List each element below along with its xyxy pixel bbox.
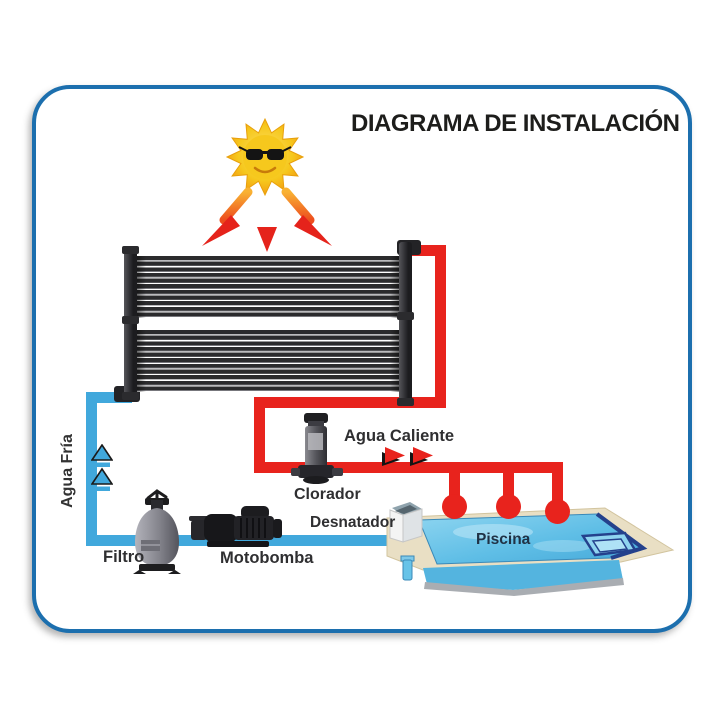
panel-cap (122, 392, 139, 400)
skimmer-device (389, 502, 423, 581)
hot-pipe-drop-1 (449, 467, 460, 499)
label-chlorinator: Clorador (294, 486, 361, 503)
solar-collector-panel (114, 240, 421, 410)
panel-cap (122, 246, 139, 254)
label-filter: Filtro (103, 548, 145, 566)
cold-pipe-left-vertical (86, 392, 97, 546)
hot-pipe-drop-2 (503, 467, 514, 499)
panel-cap (397, 398, 414, 406)
cold-pipe-panel-entry (86, 392, 132, 403)
cold-flow-arrows (91, 444, 113, 491)
pool-return-jet-1 (442, 494, 467, 519)
panel-tubes-top (137, 256, 399, 318)
page-title: DIAGRAMA DE INSTALACIÓN (351, 110, 680, 137)
label-pool: Piscina (476, 531, 531, 548)
pump-device (189, 506, 282, 547)
pool-return-jet-2 (496, 494, 521, 519)
hot-pipe-upper-horizontal (254, 397, 446, 408)
panel-coupling (122, 316, 139, 324)
hot-pipe-drop-3 (552, 467, 563, 505)
label-skimmer: Desnatador (310, 514, 396, 531)
panel-right-manifold (399, 242, 412, 404)
pool-return-jet-3 (545, 499, 570, 524)
cold-pipe-bottom-horizontal (86, 535, 395, 546)
filter-device (133, 489, 181, 574)
sun-rays-arrows (202, 186, 332, 252)
hot-pipe-panel-exit (412, 245, 446, 256)
chlorinator-device (291, 413, 343, 484)
panel-coupling (397, 312, 414, 320)
hot-pipe-lower-horizontal (254, 462, 563, 473)
hot-pipe-left-down (254, 397, 265, 473)
label-hot-water: Agua Caliente (344, 427, 455, 445)
panel-tubes-bottom (137, 330, 399, 392)
panel-left-manifold (124, 250, 137, 400)
label-pump: Motobomba (220, 549, 314, 567)
pool-illustration (386, 507, 675, 596)
label-cold-water: Agua Fría (59, 434, 76, 508)
sun-with-sunglasses-icon (225, 117, 305, 197)
hot-flow-arrows (382, 447, 433, 466)
hot-pipe-right-down (435, 245, 446, 408)
